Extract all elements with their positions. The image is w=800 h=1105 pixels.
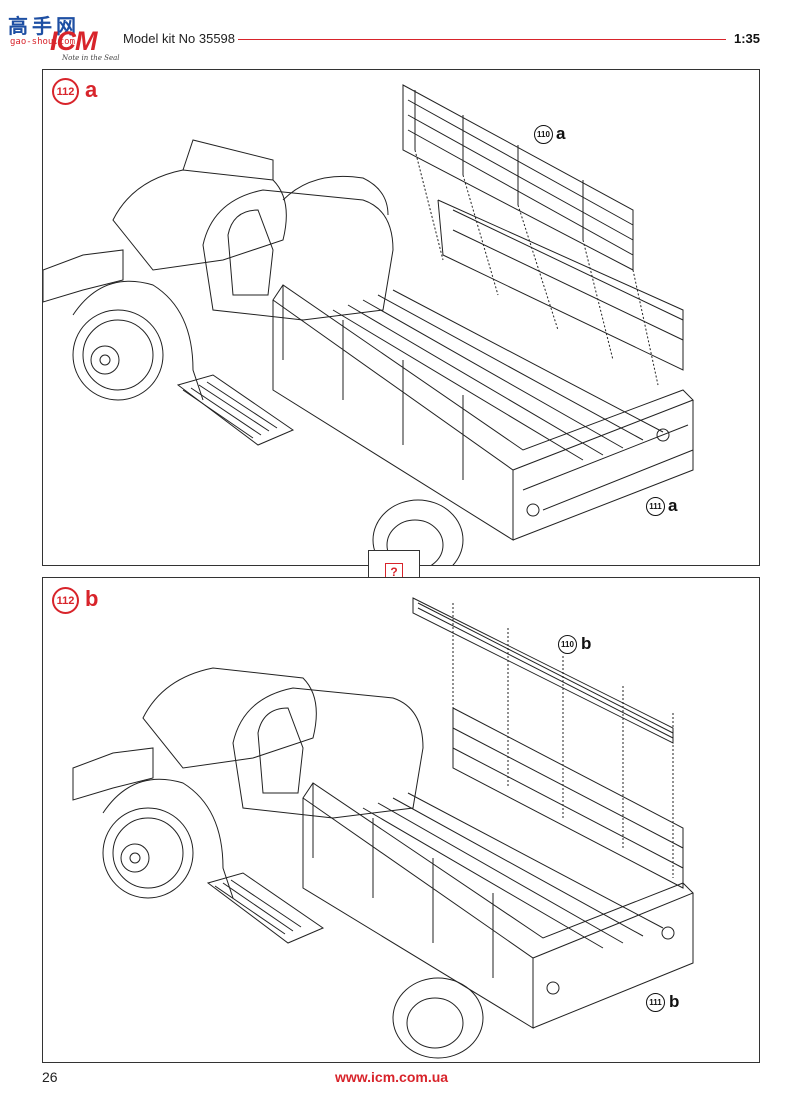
part-variant: a [556, 124, 566, 143]
logo-tagline: Note in the Seal [62, 54, 120, 62]
part-number: 111 [646, 497, 665, 516]
step-variant: b [85, 586, 99, 611]
page-number: 26 [42, 1069, 58, 1085]
watermark-url: gao-shou.com [10, 37, 76, 47]
watermark: 高手网 gao-shou.com [4, 4, 116, 72]
watermark-chinese-text: 高手网 [8, 14, 80, 38]
part-number: 111 [646, 993, 665, 1012]
icm-logo: ICM [50, 26, 97, 56]
website-link[interactable]: www.icm.com.ua [335, 1069, 449, 1085]
part-number: 110 [558, 635, 577, 654]
part-variant: b [581, 634, 592, 653]
step-number: 112 [52, 78, 79, 105]
header-divider [238, 39, 726, 40]
part-variant: b [669, 992, 680, 1011]
kit-title: Model kit No 35598 [123, 31, 236, 46]
truck-illustration-b [72, 597, 694, 1059]
step-panel-b: 112 b [42, 577, 760, 1063]
scale-label: 1:35 [734, 31, 761, 46]
step-panel-a: 112 a [42, 69, 760, 566]
part-number: 110 [534, 125, 553, 144]
part-variant: a [668, 496, 678, 515]
truck-illustration-a [43, 84, 694, 565]
step-variant: a [85, 77, 98, 102]
step-number: 112 [52, 587, 79, 614]
